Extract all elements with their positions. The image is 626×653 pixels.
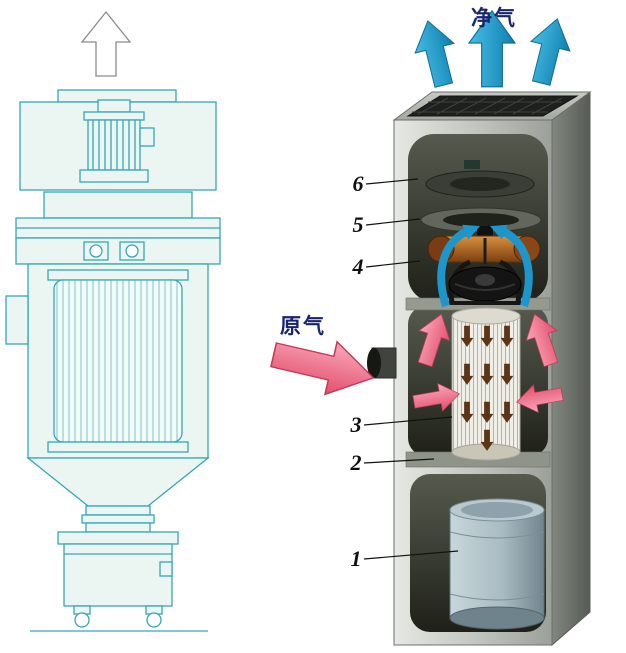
blueprint-filter-cartridge (53, 279, 183, 443)
clean-air-flow-left (437, 224, 481, 308)
clean-air-arrow-right (521, 13, 578, 89)
part-numbers: 6 5 4 3 2 1 (350, 171, 364, 571)
fan-assembly (427, 226, 541, 305)
raw-air-label: 原气 (280, 314, 326, 338)
clean-air-flow-right (489, 224, 533, 308)
blueprint-band-lower (15, 237, 221, 265)
dust-bin (449, 498, 545, 630)
blueprint-pulleys (83, 241, 145, 261)
blueprint-outlet-arrow (80, 10, 132, 77)
blueprint-neck-flanges (81, 505, 155, 533)
leader-line-2 (363, 458, 435, 464)
blueprint-filter-top-flange (47, 269, 189, 281)
clean-air-arrow-left (407, 15, 464, 91)
outlet-cone-disc (425, 170, 535, 198)
raw-air-arrow (266, 327, 381, 405)
blueprint-casters (73, 605, 163, 628)
cutaway-rendering: 净气 原气 6 5 4 3 2 1 (266, 6, 592, 647)
leader-line-1 (363, 550, 459, 560)
blueprint-motor (79, 99, 155, 183)
leader-line-5 (365, 218, 421, 226)
leader-line-6 (365, 178, 419, 185)
part-number-2: 2 (350, 450, 362, 475)
diffuser-tray (420, 207, 542, 233)
part-number-4: 4 (352, 254, 364, 279)
blueprint-drawing (5, 10, 221, 632)
leader-line-4 (365, 260, 421, 268)
leader-line-3 (363, 416, 453, 426)
leader-lines (363, 178, 459, 560)
air-outlet-grid (406, 95, 579, 117)
part-number-5: 5 (353, 212, 364, 237)
part-number-1: 1 (351, 546, 362, 571)
blueprint-fan-base (43, 191, 193, 219)
cabinet-side-face (551, 91, 591, 647)
part-number-3: 3 (350, 412, 362, 437)
part-number-6: 6 (353, 171, 364, 196)
blueprint-side-tab (5, 295, 29, 345)
inlet-port (367, 347, 397, 379)
blueprint-dust-bin (57, 531, 179, 607)
vent-detail (464, 160, 480, 169)
clean-air-label: 净气 (471, 6, 517, 30)
blueprint-hopper (26, 457, 210, 507)
blueprint-filter-bottom-flange (47, 441, 189, 453)
